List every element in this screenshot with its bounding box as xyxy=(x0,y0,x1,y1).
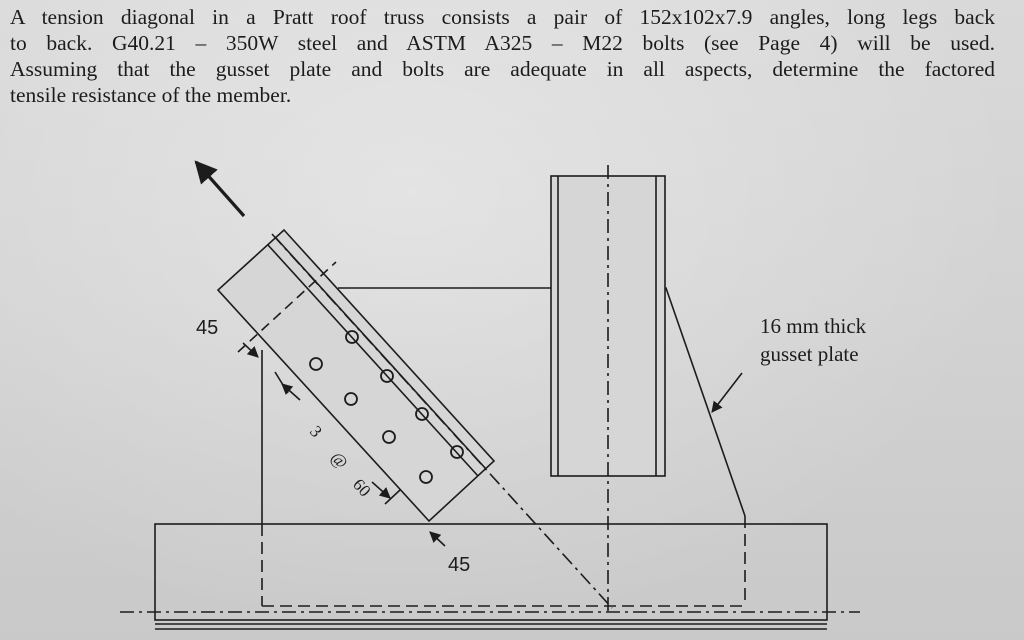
problem-line-4: tensile resistance of the member. xyxy=(10,83,292,107)
problem-statement: A tension diagonal in a Pratt roof truss… xyxy=(10,4,995,108)
bolt-hole xyxy=(344,392,358,406)
bolt-hole xyxy=(450,445,464,459)
edge-distance-top-label: 45 xyxy=(196,317,218,339)
bolt-hole xyxy=(419,470,433,484)
gusset-note-line-1: 16 mm thick xyxy=(760,314,867,338)
tension-force-arrow xyxy=(194,160,246,218)
bottom-chord xyxy=(154,523,828,630)
edge-distance-bottom-arrow xyxy=(429,531,446,547)
bolt-spacing-dimension xyxy=(274,371,401,505)
bolt-spacing-count: 3 xyxy=(306,422,326,441)
bolt-hole xyxy=(382,430,396,444)
edge-distance-bottom-label: 45 xyxy=(448,554,470,576)
gusset-note-leader xyxy=(711,372,743,413)
bolt-hole xyxy=(380,369,394,383)
bolt-spacing-value: 60 xyxy=(349,475,374,500)
edge-distance-top-arrow xyxy=(242,342,259,358)
bolt-holes xyxy=(309,330,464,484)
bolt-spacing-at: @ xyxy=(327,448,352,472)
problem-line-1: A tension diagonal in a Pratt roof truss… xyxy=(10,5,995,29)
vertical-member xyxy=(550,165,666,612)
bolt-hole xyxy=(309,357,323,371)
problem-line-3: Assuming that the gusset plate and bolts… xyxy=(10,57,995,81)
problem-line-2: to back. G40.21 – 350W steel and ASTM A3… xyxy=(10,31,995,55)
diagonal-member xyxy=(216,228,613,609)
gusset-note-line-2: gusset plate xyxy=(760,342,859,366)
bolt-hole xyxy=(345,330,359,344)
bolt-hole xyxy=(415,407,429,421)
